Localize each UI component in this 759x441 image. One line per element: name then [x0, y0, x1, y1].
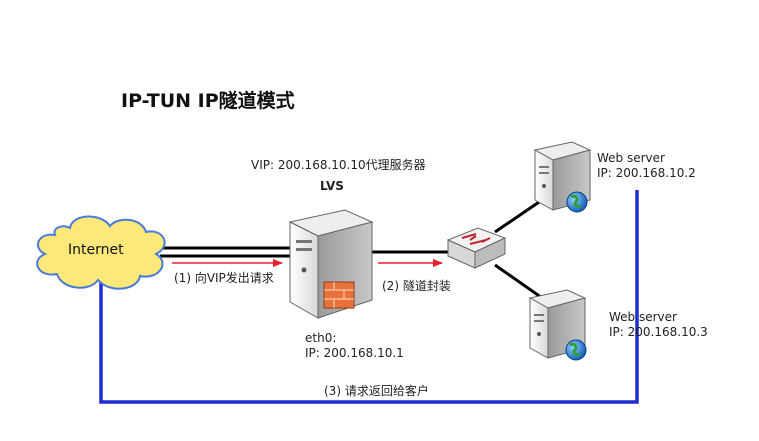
firewall-icon [323, 281, 355, 309]
lvs-vip-label: VIP: 200.168.10.10代理服务器 [251, 158, 426, 172]
internet-label: Internet [68, 242, 124, 258]
web-server-1-name: Web server [597, 151, 665, 165]
step2-label: (2) 隧道封装 [382, 279, 451, 293]
globe-icon [566, 191, 588, 213]
web-server-2-name: Web server [609, 310, 677, 324]
diagram-title: IP-TUN IP隧道模式 [121, 90, 295, 112]
lvs-ip-label: IP: 200.168.10.1 [305, 346, 404, 360]
lvs-eth0-label: eth0: [305, 331, 337, 345]
cloud-icon [36, 215, 166, 290]
step1-label: (1) 向VIP发出请求 [174, 271, 274, 285]
link-internet-lvs [160, 246, 290, 258]
link-switch-server2 [494, 263, 546, 302]
step3-label: (3) 请求返回给客户 [324, 384, 429, 398]
link-switch-server1 [494, 196, 546, 234]
web-server-2-ip: IP: 200.168.10.3 [609, 325, 708, 339]
web-server-1-ip: IP: 200.168.10.2 [597, 166, 696, 180]
switch-icon [446, 227, 507, 269]
lvs-name-label: LVS [320, 179, 344, 193]
globe-icon [565, 339, 587, 361]
return-path-step3 [99, 190, 639, 404]
